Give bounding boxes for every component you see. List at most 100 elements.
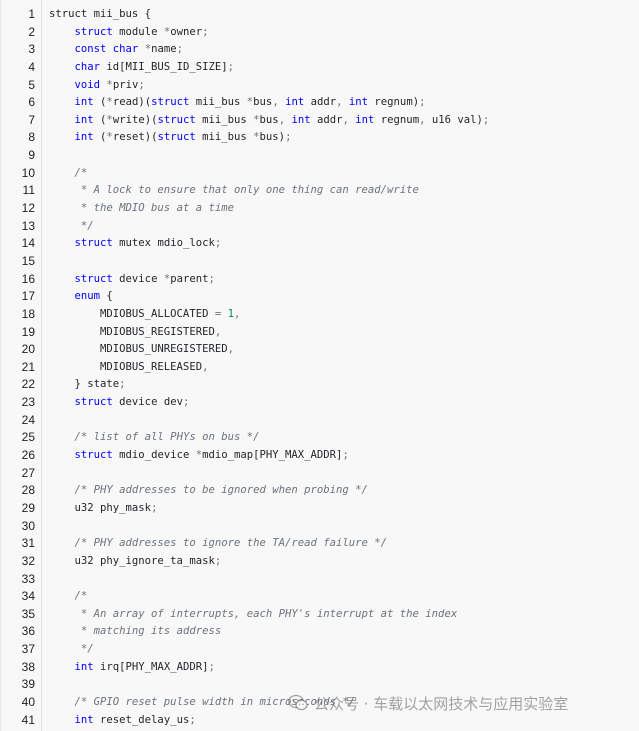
code-token [49,396,75,408]
code-token: , [336,96,343,109]
code-keyword: struct [151,96,190,109]
code-token: bus) [259,131,286,144]
code-token: u16 val) [425,113,483,126]
code-comment: */ [74,643,94,656]
code-token: , [214,325,222,338]
code-token [49,590,75,602]
code-token: bus [253,96,273,109]
gutter-divider [41,0,42,731]
code-token: * [163,25,171,38]
code-token: ; [482,113,490,126]
code-token [49,26,75,38]
code-token: owner [170,25,203,38]
code-token: * [106,78,113,91]
code-keyword: int [74,660,94,673]
code-token: ; [202,25,209,38]
code-token: ; [208,272,215,285]
code-token: mdio_device [112,449,196,462]
line-number: 8 [28,130,35,145]
code-token [49,608,75,620]
code-token: * [144,43,152,56]
code-token: mii_bus [189,96,247,109]
code-token [49,625,75,637]
code-token: struct mii_bus { [49,8,152,20]
code-area[interactable]: struct mii_bus { struct module *owner; c… [49,6,634,729]
code-token: mii_bus [195,113,254,126]
line-number: 33 [21,571,35,586]
line-number: 17 [21,289,35,304]
line-number: 20 [21,342,35,357]
code-line: int (*write)(struct mii_bus *bus, int ad… [49,112,634,130]
code-line: /* PHY addresses to be ignored when prob… [49,482,634,500]
code-keyword: struct [74,449,113,462]
code-keyword: int [285,96,305,109]
line-number: 26 [21,448,35,463]
code-token: ; [189,713,196,726]
code-token [49,114,75,126]
code-line: */ [49,641,634,659]
code-keyword: int [74,131,94,144]
line-number: 41 [21,712,35,727]
line-number: 18 [21,306,35,321]
line-number: 21 [21,359,35,374]
code-line: int irq[PHY_MAX_ADDR]; [49,659,634,677]
line-number: 29 [21,500,35,515]
line-number: 32 [21,553,35,568]
code-line: struct module *owner; [49,24,634,42]
code-line [49,465,634,483]
code-token: addr [310,113,343,126]
code-token: parent [170,272,209,285]
code-token: ; [151,501,158,514]
line-number: 36 [21,624,35,639]
code-token [49,96,75,108]
code-keyword: void [74,78,101,91]
code-comment: /* list of all PHYs on bus */ [74,431,260,444]
code-keyword: char [74,60,101,73]
code-keyword: enum [74,290,101,303]
line-number: 35 [21,606,35,621]
code-keyword: int [74,96,94,109]
code-token: ; [285,131,292,144]
code-token: ; [214,237,222,250]
code-token: mdio_map[PHY_MAX_ADDR] [202,449,343,462]
code-token: ; [208,660,215,673]
code-token: read)( [112,96,152,109]
line-number: 15 [21,253,35,268]
code-token: ( [93,131,107,144]
code-line: const char *name; [49,41,634,59]
code-keyword: struct [157,113,196,126]
code-token [49,43,75,55]
code-comment: /* PHY addresses to be ignored when prob… [74,484,368,497]
code-keyword: char [112,43,139,56]
code-keyword: const [74,43,107,56]
code-token: mii_bus [195,131,254,144]
code-line: int (*read)(struct mii_bus *bus, int add… [49,94,634,112]
code-token: { [100,290,113,303]
code-token: irq[PHY_MAX_ADDR] [93,660,209,673]
code-line: int reset_delay_us; [49,712,634,730]
code-token: u32 phy_ignore_ta_mask [49,554,215,567]
code-token [49,643,75,655]
code-token: * [246,96,254,109]
code-token: ; [227,60,234,73]
code-token [49,131,75,143]
code-token: write)( [112,113,158,126]
line-number: 16 [21,271,35,286]
code-line: /* PHY addresses to ignore the TA/read f… [49,535,634,553]
code-token: MDIOBUS_RELEASED [49,360,203,373]
code-token: , [342,113,349,126]
code-token: u32 phy_mask [49,501,152,514]
code-line: struct mutex mdio_lock; [49,235,634,253]
line-number: 6 [28,95,35,110]
code-line [49,518,634,536]
code-token: name [151,43,177,56]
line-number: 28 [21,483,35,498]
code-token [49,273,75,285]
line-number: 13 [21,218,35,233]
line-number: 23 [21,395,35,410]
code-line: /* [49,588,634,606]
line-number: 4 [28,59,35,74]
code-token: , [227,343,234,356]
code-line [49,147,634,165]
code-token: ; [119,378,126,391]
